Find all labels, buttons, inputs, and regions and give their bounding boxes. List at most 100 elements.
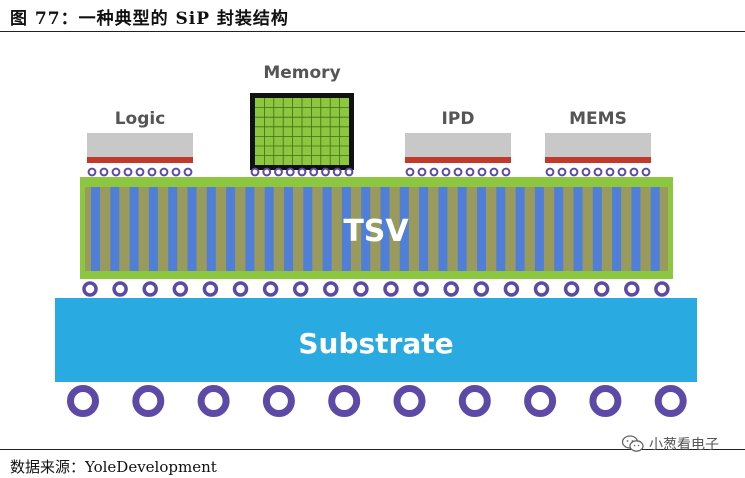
tsv-via bbox=[612, 187, 622, 271]
micro-bump bbox=[274, 167, 283, 177]
c4-bump bbox=[593, 281, 610, 297]
tsv-via bbox=[303, 187, 313, 271]
micro-bump bbox=[309, 167, 319, 177]
c4-bump bbox=[563, 281, 580, 297]
c4-bump bbox=[142, 281, 158, 297]
micro-bump bbox=[605, 167, 615, 177]
tsv-via bbox=[380, 187, 390, 271]
c4-bump bbox=[232, 281, 249, 297]
bga-ball bbox=[262, 385, 295, 417]
micro-bump bbox=[465, 167, 475, 177]
micro-bump bbox=[593, 167, 603, 177]
c4-bump bbox=[202, 281, 219, 297]
c4-bump bbox=[473, 281, 490, 297]
watermark: 小葱看电子 bbox=[622, 434, 719, 454]
tsv-via bbox=[399, 187, 409, 271]
tsv-via bbox=[284, 187, 293, 271]
c4-bump bbox=[172, 281, 189, 297]
micro-bump bbox=[135, 167, 145, 177]
tsv-via bbox=[341, 187, 351, 271]
tsv-via bbox=[438, 187, 448, 271]
c4-bump bbox=[383, 281, 399, 297]
micro-bump bbox=[581, 167, 591, 177]
tsv-via bbox=[129, 187, 139, 271]
tsv-via bbox=[206, 187, 216, 271]
micro-bump bbox=[250, 167, 260, 177]
tsv-via bbox=[361, 187, 371, 271]
c4-bumps bbox=[82, 281, 670, 297]
tsv-via bbox=[477, 187, 486, 271]
bga-ball bbox=[67, 385, 99, 417]
tsv-via bbox=[110, 187, 120, 271]
c4-bump bbox=[262, 281, 279, 297]
memory-grid bbox=[255, 98, 349, 165]
bga-ball bbox=[132, 385, 165, 417]
tsv-via bbox=[226, 187, 236, 271]
c4-bump bbox=[624, 281, 640, 297]
micro-bump bbox=[617, 167, 627, 177]
memory-label: Memory bbox=[263, 63, 340, 83]
c4-bump bbox=[353, 281, 369, 297]
tsv-via bbox=[148, 187, 158, 271]
tsv-via bbox=[322, 187, 332, 271]
bga-ball bbox=[328, 385, 361, 417]
micro-bump bbox=[321, 167, 330, 177]
tsv-via bbox=[631, 187, 641, 271]
substrate bbox=[55, 298, 697, 382]
micro-bump bbox=[453, 167, 463, 177]
bga-ball bbox=[654, 385, 687, 417]
micro-bump bbox=[123, 167, 133, 177]
tsv-via bbox=[91, 187, 100, 271]
c4-bump bbox=[533, 281, 550, 297]
tsv-via bbox=[419, 187, 429, 271]
micro-bump bbox=[111, 167, 121, 177]
bga-ball bbox=[589, 385, 622, 417]
micro-bump bbox=[629, 167, 639, 177]
logic-label: Logic bbox=[115, 109, 166, 129]
c4-bump bbox=[323, 281, 339, 297]
micro-bump bbox=[147, 167, 157, 177]
source-note: 数据来源：YoleDevelopment bbox=[10, 458, 217, 476]
micro-bump bbox=[297, 167, 307, 177]
tsv-via bbox=[187, 187, 197, 271]
tsv-via bbox=[245, 187, 255, 271]
c4-bump bbox=[82, 281, 98, 297]
micro-bump bbox=[87, 167, 97, 177]
c4-bump bbox=[112, 281, 128, 297]
micro-bump bbox=[159, 167, 169, 177]
substrate-label: Substrate bbox=[298, 327, 453, 360]
micro-bump bbox=[332, 167, 342, 177]
tsv-via bbox=[496, 187, 506, 271]
mems-label: MEMS bbox=[569, 109, 627, 129]
c4-bump bbox=[292, 281, 309, 297]
tsv-via bbox=[457, 187, 467, 271]
figure-title: 图 77：一种典型的 SiP 封装结构 bbox=[10, 9, 289, 29]
micro-bump bbox=[557, 167, 567, 177]
c4-bump bbox=[413, 281, 429, 297]
tsv-via bbox=[592, 187, 602, 271]
tsv-via bbox=[534, 187, 544, 271]
micro-bump bbox=[489, 167, 499, 177]
tsv-label: TSV bbox=[343, 214, 409, 249]
micro-bump bbox=[441, 167, 451, 177]
c4-bump bbox=[503, 281, 520, 297]
tsv-via bbox=[515, 187, 525, 271]
micro-bump bbox=[477, 167, 487, 177]
c4-bump bbox=[654, 281, 670, 297]
tsv-via bbox=[573, 187, 583, 271]
micro-bump bbox=[417, 167, 427, 177]
micro-bump bbox=[262, 167, 272, 177]
micro-bump bbox=[569, 167, 579, 177]
tsv-via bbox=[650, 187, 660, 271]
micro-bumps bbox=[87, 167, 651, 177]
bga-ball bbox=[197, 385, 230, 417]
mems-chip bbox=[545, 133, 651, 163]
micro-bump bbox=[171, 167, 181, 177]
watermark-text: 小葱看电子 bbox=[649, 437, 719, 453]
bottom-rule bbox=[0, 449, 745, 450]
c4-bump bbox=[443, 281, 459, 297]
tsv-interposer bbox=[80, 177, 673, 279]
micro-bump bbox=[183, 167, 193, 177]
tsv-vias bbox=[91, 187, 660, 271]
